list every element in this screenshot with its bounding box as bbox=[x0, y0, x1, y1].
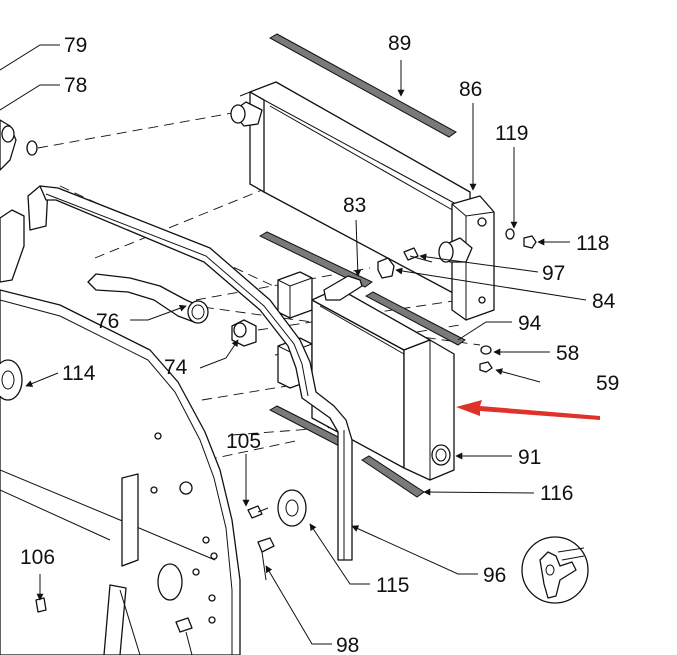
callout-84: 84 bbox=[592, 290, 616, 313]
bolt-98 bbox=[175, 537, 275, 655]
clamp-84 bbox=[377, 257, 395, 279]
radiator-86 bbox=[230, 81, 495, 321]
callout-115: 115 bbox=[376, 574, 409, 597]
gasket-strip-89 bbox=[268, 33, 457, 138]
callout-114: 114 bbox=[62, 362, 96, 385]
nut-118 bbox=[523, 235, 537, 249]
o-ring-78 bbox=[26, 140, 38, 156]
callout-106: 106 bbox=[20, 546, 55, 569]
callout-74: 74 bbox=[164, 356, 188, 379]
callout-97: 97 bbox=[542, 262, 565, 285]
callout-83: 83 bbox=[343, 194, 366, 217]
callout-91: 91 bbox=[518, 446, 541, 469]
seal-profile-detail bbox=[521, 536, 589, 604]
callout-94: 94 bbox=[518, 312, 542, 335]
seal-tube-96 bbox=[0, 185, 353, 561]
callout-labels: 79 78 89 86 119 83 118 97 84 94 58 59 76… bbox=[20, 32, 619, 655]
gasket-strip-94 bbox=[364, 291, 466, 346]
callout-59: 59 bbox=[596, 372, 619, 395]
callout-76: 76 bbox=[96, 310, 119, 333]
highlight-arrow bbox=[456, 400, 600, 420]
hose-83 bbox=[323, 275, 363, 301]
nut-59 bbox=[479, 361, 493, 373]
shroud-panel bbox=[0, 289, 241, 655]
grommet-114 bbox=[0, 359, 23, 401]
callout-58: 58 bbox=[556, 342, 579, 365]
fitting-74 bbox=[231, 319, 257, 347]
callout-119: 119 bbox=[495, 122, 528, 145]
callout-98: 98 bbox=[336, 634, 359, 655]
callout-79: 79 bbox=[64, 34, 87, 57]
elbow-79 bbox=[0, 119, 17, 171]
callout-96: 96 bbox=[483, 564, 506, 587]
washer-119 bbox=[505, 228, 515, 240]
screw-106 bbox=[35, 597, 47, 613]
intercooler-91 bbox=[311, 287, 455, 481]
grommet-115 bbox=[277, 489, 307, 527]
callout-105: 105 bbox=[226, 430, 261, 453]
screw-105 bbox=[247, 505, 269, 519]
hose-76 bbox=[87, 273, 209, 324]
leader-lines bbox=[0, 44, 587, 645]
callout-116: 116 bbox=[540, 482, 573, 505]
callout-86: 86 bbox=[459, 78, 482, 101]
callout-118: 118 bbox=[576, 232, 609, 255]
washer-58 bbox=[480, 345, 492, 355]
callout-78: 78 bbox=[64, 74, 87, 97]
gasket-strip-upper-left bbox=[258, 231, 373, 288]
callout-89: 89 bbox=[388, 32, 411, 55]
